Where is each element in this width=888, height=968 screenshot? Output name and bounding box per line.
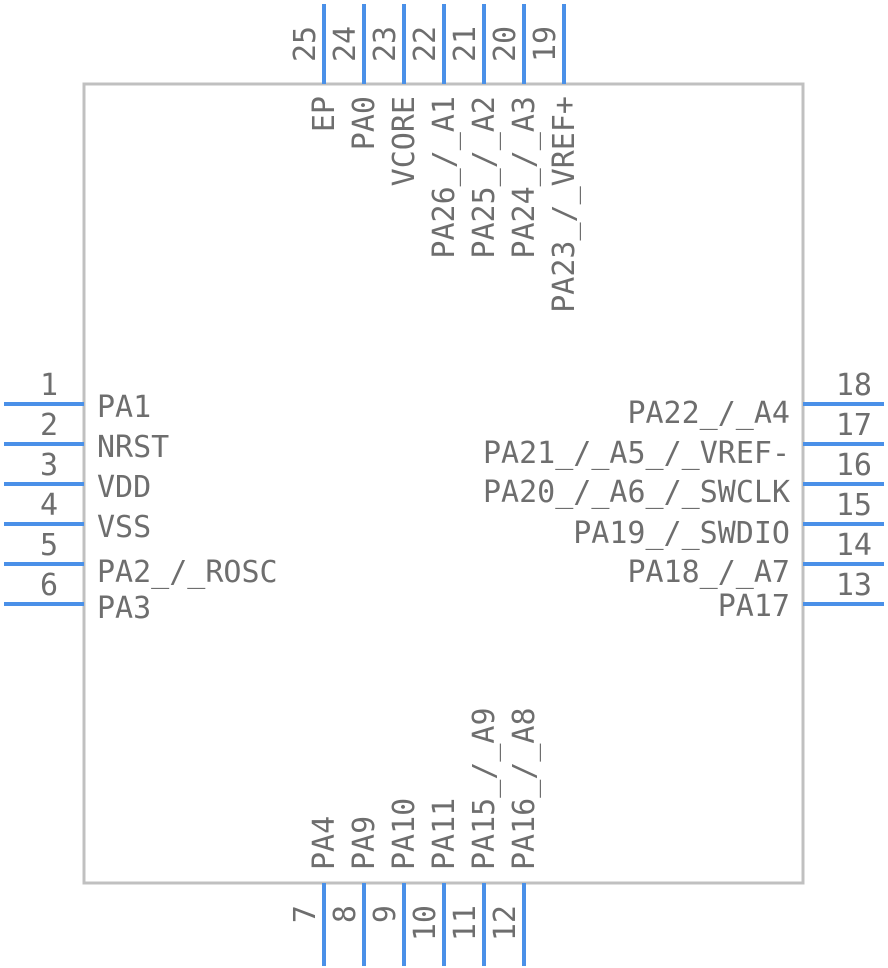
pin-18-label: PA22_/_A4 xyxy=(627,396,790,431)
pin-3-number: 3 xyxy=(40,448,58,483)
pin-20-number: 20 xyxy=(488,26,523,62)
pin-20-label: PA24_/_A3 xyxy=(507,96,542,259)
pin-4-label: VSS xyxy=(97,510,151,545)
pin-9-label: PA10 xyxy=(387,798,422,870)
pin-13-label: PA17 xyxy=(718,589,790,624)
pin-5-label: PA2_/_ROSC xyxy=(97,555,278,590)
pin-21-number: 21 xyxy=(448,26,483,62)
pin-7-label: PA4 xyxy=(307,816,342,870)
ic-body-outline xyxy=(82,82,805,885)
pin-18-number: 18 xyxy=(836,368,872,403)
pin-24-label: PA0 xyxy=(347,96,382,150)
pin-15-label: PA19_/_SWDIO xyxy=(573,516,790,551)
pin-7-number: 7 xyxy=(288,905,323,923)
pin-14-label: PA18_/_A7 xyxy=(627,555,790,590)
pin-22-label: PA26_/_A1 xyxy=(427,96,462,259)
pin-1-label: PA1 xyxy=(97,390,151,425)
pin-8-number: 8 xyxy=(328,905,363,923)
pin-19-number: 19 xyxy=(528,26,563,62)
pin-19-label: PA23_/_VREF+ xyxy=(547,96,582,313)
pin-17-label: PA21_/_A5_/_VREF- xyxy=(483,436,790,471)
pin-21-label: PA25_/_A2 xyxy=(467,96,502,259)
pin-12-label: PA16_/_A8 xyxy=(507,707,542,870)
pin-2-label: NRST xyxy=(97,430,169,465)
pin-2-number: 2 xyxy=(40,408,58,443)
pin-3-label: VDD xyxy=(97,470,151,505)
pin-24-number: 24 xyxy=(328,26,363,62)
pin-11-number: 11 xyxy=(448,905,483,941)
pin-16-label: PA20_/_A6_/_SWCLK xyxy=(483,475,790,510)
pin-6-number: 6 xyxy=(40,568,58,603)
pin-14-number: 14 xyxy=(836,528,872,563)
pin-9-number: 9 xyxy=(368,905,403,923)
pin-6-label: PA3 xyxy=(97,591,151,626)
pin-10-label: PA11 xyxy=(427,798,462,870)
pin-4-number: 4 xyxy=(40,488,58,523)
pin-12-number: 12 xyxy=(488,905,523,941)
pin-15-number: 15 xyxy=(836,488,872,523)
pin-11-label: PA15_/_A9 xyxy=(467,707,502,870)
pin-22-number: 22 xyxy=(408,26,443,62)
pin-25-label: EP xyxy=(307,96,342,132)
pin-17-number: 17 xyxy=(836,408,872,443)
pin-16-number: 16 xyxy=(836,448,872,483)
pin-1-number: 1 xyxy=(40,368,58,403)
pin-8-label: PA9 xyxy=(347,816,382,870)
pin-23-number: 23 xyxy=(368,26,403,62)
pin-23-label: VCORE xyxy=(387,96,422,186)
pin-13-number: 13 xyxy=(836,568,872,603)
pin-10-number: 10 xyxy=(408,905,443,941)
pin-25-number: 25 xyxy=(288,26,323,62)
pin-5-number: 5 xyxy=(40,528,58,563)
